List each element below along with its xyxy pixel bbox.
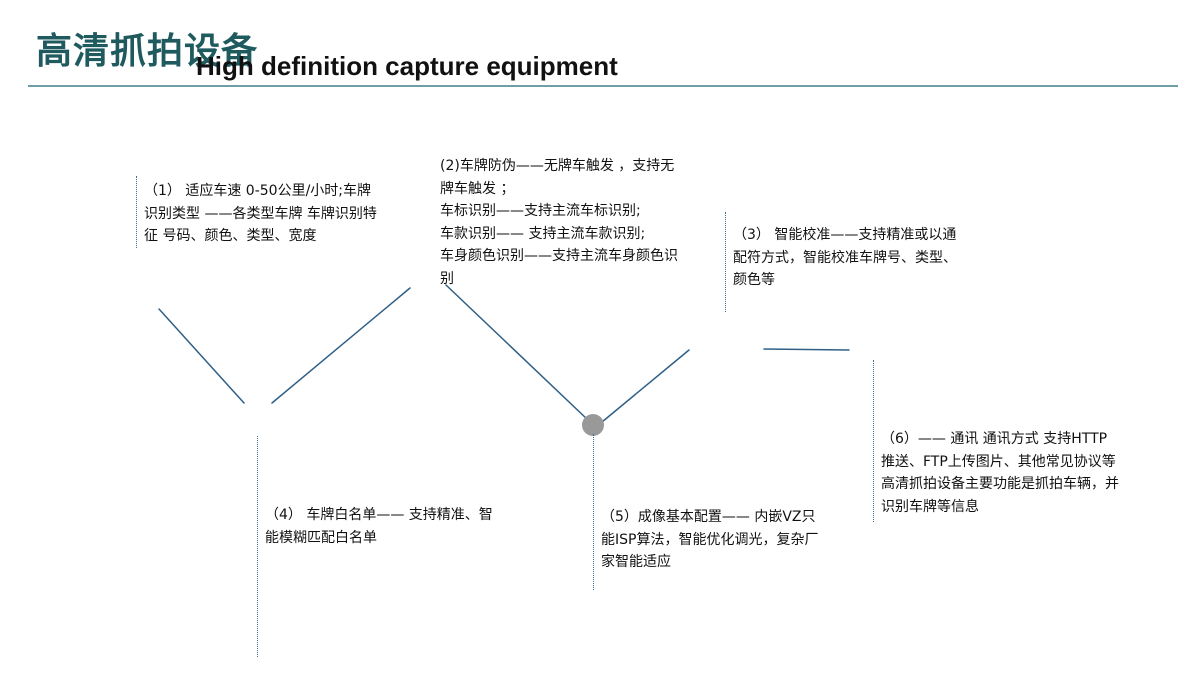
feature-item-2: (2)车牌防伪——无牌车触发 ，支持无牌车触发 ； 车标识别——支持主流车标识别…: [440, 158, 678, 287]
connector-node: [582, 414, 604, 436]
feature-item-3: （3） 智能校准——支持精准或以通配符方式，智能校准车牌号、类型、颜色等: [725, 212, 968, 312]
title-divider: [28, 85, 1178, 87]
connector-line-2: [271, 287, 411, 404]
feature-item-1: （1） 适应车速 0-50公里/小时;车牌识别类型 ——各类型车牌 车牌识别特征…: [136, 176, 384, 248]
page-title: 高清抓拍设备: [36, 31, 259, 72]
page-subtitle: High definition capture equipment: [196, 51, 618, 81]
connector-line-5: [763, 348, 850, 351]
connector-line-3: [445, 284, 589, 421]
connector-line-4: [601, 349, 690, 423]
connector-line-1: [158, 308, 245, 404]
feature-item-6: （6）—— 通讯 通讯方式 支持HTTP推送、FTP上传图片、其他常见协议等高清…: [873, 360, 1121, 522]
feature-item-4: （4） 车牌白名单—— 支持精准、智能模糊匹配白名单: [257, 436, 495, 657]
feature-item-5: （5）成像基本配置—— 内嵌VZ只能ISP算法，智能优化调光，复杂厂家智能适应: [593, 434, 821, 590]
